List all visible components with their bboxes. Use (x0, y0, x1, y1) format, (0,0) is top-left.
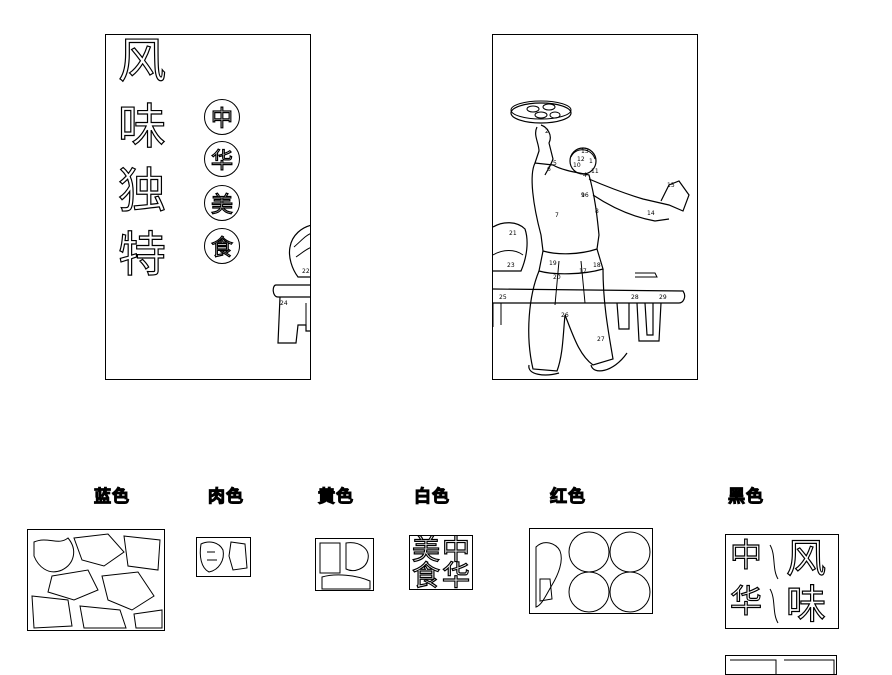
swatch-red-pieces (535, 531, 651, 613)
swatch-partial-bottom (725, 655, 837, 675)
title-char-te: 特 (117, 227, 167, 283)
black-char-wei: 味 (785, 582, 826, 628)
region-number-15: 15 (667, 182, 675, 189)
title-char-du: 独 (117, 163, 167, 219)
region-number-13: 13 (581, 148, 589, 155)
title-char-wei: 味 (117, 99, 167, 155)
region-number-17: 17 (579, 268, 587, 275)
region-number-22: 22 (302, 268, 310, 275)
circle-char-mei: 美 (204, 185, 240, 221)
region-number-29: 29 (659, 294, 667, 301)
region-number-12: 12 (577, 156, 585, 163)
circle-char-shi: 食 (204, 228, 240, 264)
circle-char-zhong: 中 (204, 99, 240, 135)
region-number-9: 9 (581, 192, 585, 199)
left-panel-lineart: 22 24 (272, 224, 310, 344)
left-design-panel: 风 味 独 特 中 华 美 食 22 24 (105, 34, 311, 380)
swatch-yellow-pieces (319, 542, 371, 590)
region-number-5: 5 (553, 160, 557, 167)
swatch-black-pieces (769, 544, 779, 624)
black-char-feng: 风 (785, 536, 826, 582)
region-number-27: 27 (597, 336, 605, 343)
swatch-flesh-pieces (199, 541, 248, 573)
region-number-18: 18 (593, 262, 601, 269)
label-blue: 蓝色 (94, 487, 130, 508)
label-yellow: 黄色 (318, 487, 354, 508)
region-number-26: 26 (561, 312, 569, 319)
label-flesh: 肉色 (208, 487, 244, 508)
circle-char-hua: 华 (204, 141, 240, 177)
swatch-white: 美 中 食 华 (409, 535, 473, 590)
swatch-red (529, 528, 653, 614)
region-number-23: 23 (507, 262, 515, 269)
swatch-black: 中 风 华 味 (725, 534, 839, 629)
white-char-mei: 美 (411, 535, 441, 566)
region-number-4: 4 (583, 172, 587, 179)
region-number-11: 11 (591, 168, 599, 175)
region-number-14: 14 (647, 210, 655, 217)
region-number-6: 6 (547, 166, 551, 173)
black-char-zhong: 中 (729, 536, 763, 574)
white-char-hua: 华 (441, 559, 471, 590)
swatch-blue (27, 529, 165, 631)
region-number-25: 25 (499, 294, 507, 301)
label-black: 黑色 (728, 487, 764, 508)
region-number-10: 10 (573, 162, 581, 169)
waiter-lineart: 1 2 4 5 6 7 8 9 10 11 12 13 14 15 16 17 … (493, 100, 690, 376)
region-number-2: 2 (545, 128, 549, 135)
region-number-20: 20 (553, 274, 561, 281)
white-char-shi: 食 (411, 559, 441, 590)
region-number-8: 8 (595, 208, 599, 215)
swatch-blue-pieces (31, 533, 163, 629)
label-white: 白色 (414, 487, 450, 508)
black-char-hua: 华 (729, 582, 763, 620)
title-char-feng: 风 (117, 34, 167, 89)
swatch-partial-pieces (730, 659, 835, 674)
label-red: 红色 (550, 487, 586, 508)
region-number-7: 7 (555, 212, 559, 219)
right-design-panel: 1 2 4 5 6 7 8 9 10 11 12 13 14 15 16 17 … (492, 34, 698, 380)
region-number-1: 1 (589, 158, 593, 165)
region-number-16: 16 (581, 192, 589, 199)
region-number-28: 28 (631, 294, 639, 301)
region-number-19: 19 (549, 260, 557, 267)
swatch-yellow (315, 538, 374, 591)
region-number-24: 24 (280, 300, 288, 307)
region-number-21: 21 (509, 230, 517, 237)
white-char-zhong: 中 (441, 535, 471, 566)
swatch-flesh (196, 537, 251, 577)
